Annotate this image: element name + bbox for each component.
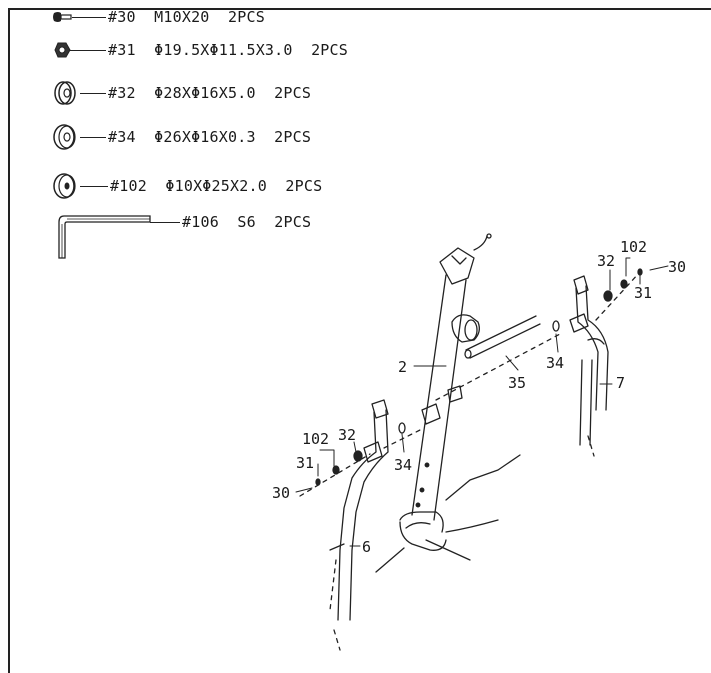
- frame-left-border: [8, 8, 10, 673]
- callout-32-right: 32: [597, 252, 615, 270]
- washer-icon: [53, 173, 76, 199]
- callout-102-right: 102: [620, 238, 647, 256]
- right-hardware: [552, 268, 643, 332]
- center-post: [375, 233, 521, 573]
- callout-7: 7: [616, 374, 625, 392]
- part-label-106: #106 S6 2PCS: [182, 213, 312, 231]
- leader-line: [150, 222, 180, 223]
- allen-key-icon: [58, 215, 151, 259]
- part-label-102: #102 Φ10XΦ25X2.0 2PCS: [110, 177, 323, 195]
- part-label-31: #31 Φ19.5XΦ11.5X3.0 2PCS: [108, 41, 348, 59]
- part-label-34: #34 Φ26XΦ16X0.3 2PCS: [108, 128, 312, 146]
- callout-102-left: 102: [302, 430, 329, 448]
- axle: [464, 315, 541, 359]
- bolt-icon: [53, 12, 72, 22]
- part-label-32: #32 Φ28XΦ16X5.0 2PCS: [108, 84, 312, 102]
- callout-labels: 2 35 34 7 32 102 31 30 102 32 31 30 34 6: [272, 238, 686, 556]
- callout-32-left: 32: [338, 426, 356, 444]
- left-handle: [329, 399, 389, 621]
- callout-31-right: 31: [634, 284, 652, 302]
- part-label-30: #30 M10X20 2PCS: [108, 8, 265, 26]
- leader-line: [72, 17, 106, 18]
- curved-washer-icon: [54, 81, 76, 105]
- leader-line: [70, 50, 106, 51]
- callout-34-right: 34: [546, 354, 564, 372]
- frame-top-border: [8, 8, 711, 10]
- right-handle: [569, 275, 609, 446]
- callout-35: 35: [508, 374, 526, 392]
- nut-icon: [54, 42, 71, 58]
- callout-30-right: 30: [668, 258, 686, 276]
- leader-line: [80, 93, 106, 94]
- leader-line: [80, 186, 108, 187]
- callout-31-left: 31: [296, 454, 314, 472]
- callout-6: 6: [362, 538, 371, 556]
- callout-2: 2: [398, 358, 407, 376]
- flat-washer-icon: [53, 124, 76, 150]
- callout-34-left: 34: [394, 456, 412, 474]
- left-hardware: [315, 422, 406, 486]
- callout-30-left: 30: [272, 484, 290, 502]
- leader-line: [80, 137, 106, 138]
